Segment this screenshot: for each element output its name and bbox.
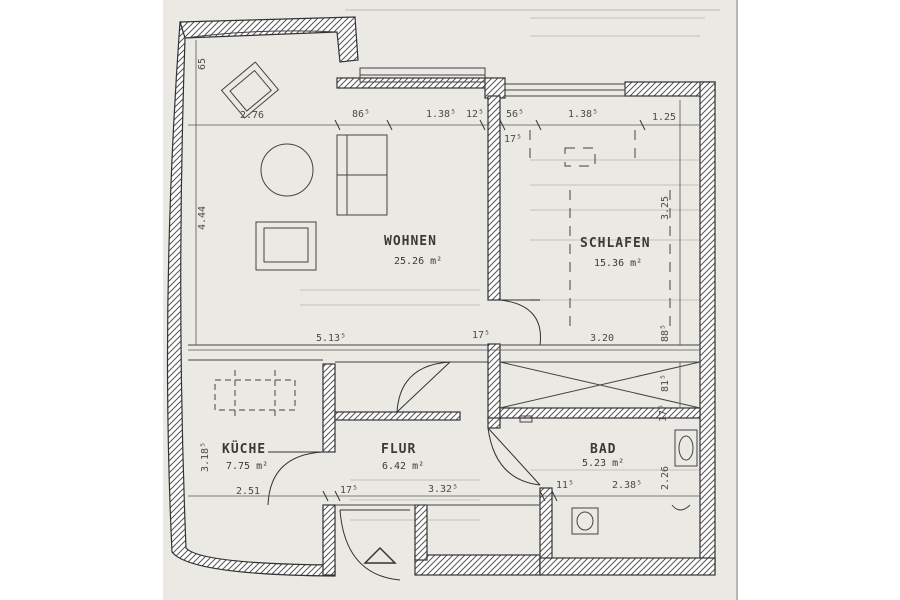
dim-label: 2.76 <box>240 110 265 121</box>
room-name-flur: FLUR <box>381 442 417 457</box>
room-area-wohnen: 25.26 m² <box>394 256 443 267</box>
room-area-kueche: 7.75 m² <box>226 461 269 472</box>
dim-label: 3.18⁵ <box>200 441 211 472</box>
round-table-icon <box>260 143 314 197</box>
wall-flur-bad <box>487 417 501 429</box>
door-entry <box>339 509 410 581</box>
walls <box>166 16 716 577</box>
dim-label: 17⁵ <box>340 485 359 496</box>
wall-wohnen-schlafen <box>487 95 501 301</box>
armchair-icon <box>220 61 280 119</box>
room-name-bad: BAD <box>590 442 617 457</box>
room-area-flur: 6.42 m² <box>382 461 425 472</box>
dining-table-icon <box>214 370 296 420</box>
room-area-schlafen: 15.36 m² <box>594 258 643 269</box>
wall-right <box>699 81 716 573</box>
light-switch-icon <box>519 415 533 423</box>
wall-bottom-bad <box>539 557 716 576</box>
dim-label: 2.51 <box>236 486 261 497</box>
dimension-lines <box>188 40 700 497</box>
dim-label: 3.25 <box>660 195 671 220</box>
wall-flur-top <box>334 411 461 421</box>
toilet-icon <box>571 507 599 535</box>
bed-icon <box>529 130 671 330</box>
dim-label: 86⁵ <box>352 109 371 120</box>
dim-label: 12⁵ <box>466 109 485 120</box>
entry-arrow-icon <box>363 546 397 564</box>
dim-label: 4.44 <box>197 205 208 230</box>
room-name-kueche: KÜCHE <box>222 442 267 457</box>
dim-label: 1.25 <box>652 112 677 123</box>
furniture <box>214 61 698 535</box>
dim-label: 1.38⁵ <box>568 109 599 120</box>
door-flur-wohnen <box>396 361 451 413</box>
dim-label: 56⁵ <box>506 109 525 120</box>
wall-bottom-flur <box>414 554 541 576</box>
armchair-2-icon <box>255 221 317 271</box>
wall-bottom-flur-post <box>414 504 428 561</box>
door-bad <box>487 427 541 486</box>
door-wohnen-schlafen <box>499 299 541 346</box>
wall-schlafen-lower <box>487 343 501 421</box>
room-outlines <box>188 344 701 506</box>
background-text-lines <box>300 17 705 521</box>
door-kueche <box>267 451 324 506</box>
dim-label: 3.20 <box>590 333 615 344</box>
bay-window-arc <box>184 30 338 39</box>
sofa-icon <box>336 134 388 216</box>
dimension-ticks <box>322 119 646 502</box>
dim-label: 17⁵ <box>658 403 669 422</box>
dim-label: 81⁵ <box>660 373 671 392</box>
shower-icon <box>674 429 698 467</box>
wall-left-curved <box>166 21 336 577</box>
wall-bottom-kueche <box>322 504 336 576</box>
dim-label: 1.38⁵ <box>426 109 457 120</box>
wall-kueche-flur <box>322 363 336 453</box>
sink-icon <box>671 504 691 511</box>
dim-label: 5.13⁵ <box>316 333 347 344</box>
dim-label: 2.38⁵ <box>612 480 643 491</box>
wall-schlafen-bad <box>499 407 701 419</box>
dim-label: 65 <box>197 57 208 70</box>
dim-label: 3.32⁵ <box>428 484 459 495</box>
dim-label: 11⁵ <box>556 480 575 491</box>
wall-top-schlafen-left <box>484 77 506 99</box>
room-name-schlafen: SCHLAFEN <box>580 236 651 251</box>
dim-label: 2.26 <box>660 465 671 490</box>
dim-label: 88⁵ <box>660 323 671 342</box>
doors <box>267 299 541 581</box>
wall-top-bay <box>179 16 359 63</box>
room-name-wohnen: WOHNEN <box>384 234 437 249</box>
windows <box>184 9 720 97</box>
room-area-bad: 5.23 m² <box>582 458 625 469</box>
dim-label: 17⁵ <box>504 134 523 145</box>
dim-label: 17⁵ <box>472 330 491 341</box>
